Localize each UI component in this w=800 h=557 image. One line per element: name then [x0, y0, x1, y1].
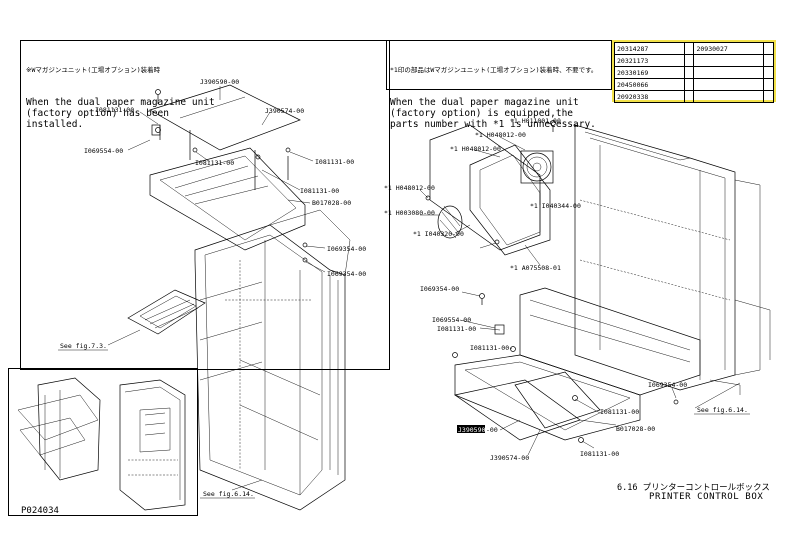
- label-i040344: *1 I040344-00: [530, 202, 581, 210]
- highlight-j390590-bottom: [457, 425, 485, 433]
- label-j390590-bottom-suffix: -00: [486, 426, 498, 434]
- label-h011001: *1 H011001-00: [510, 117, 561, 125]
- label-h003080: *1 H003080-00: [384, 209, 435, 217]
- right-printer-assembly: [419, 120, 771, 456]
- label-b017028-b: B017028-00: [616, 425, 655, 433]
- label-h048012-a: *1 H048012-00: [475, 131, 526, 139]
- right-note-jp: *1印の部品はWマガジンユニット(工場オプション)装着時、不要です。: [390, 66, 598, 74]
- label-i081131-f: I081131-00: [470, 344, 509, 352]
- label-i069554-b: I069554-00: [432, 316, 471, 324]
- left-note-en: When the dual paper magazine unit (facto…: [26, 97, 215, 130]
- ref-see-fig-7-3: See fig.7.3.: [60, 342, 107, 350]
- ref-see-fig-6-14-b: See fig.6.14.: [697, 406, 748, 414]
- label-j390590-top: J390590-00: [200, 78, 239, 86]
- parts-table-row: 20920338: [614, 90, 774, 103]
- label-i081131-h: I081131-00: [580, 450, 619, 458]
- ref-see-fig-6-14-a: See fig.6.14.: [203, 490, 254, 498]
- left-note-jp: ※Wマガジンユニット(工場オプション)装着時: [26, 66, 161, 74]
- label-i069354-c: I069354-00: [420, 285, 459, 293]
- label-i081131-e: I081131-00: [437, 325, 476, 333]
- section-title-jp: 6.16 プリンターコントロールボックス: [617, 483, 770, 493]
- label-i081131-b: I081131-00: [195, 159, 234, 167]
- left-frame-assembly: [107, 84, 351, 511]
- label-h048012-c: *1 H048012-00: [384, 184, 435, 192]
- label-h048012-b: *1 H048012-00: [450, 145, 501, 153]
- right-note-frame: [386, 40, 612, 90]
- label-a075508: *1 A075508-01: [510, 264, 561, 272]
- parts-table-row: 20450066: [614, 78, 774, 91]
- inset-sketches: [17, 377, 186, 511]
- label-i069354-b: I069354-00: [327, 270, 366, 278]
- label-i069354-a: I069354-00: [327, 245, 366, 253]
- label-j390590-bottom: J390590: [458, 426, 485, 434]
- part-labels: J390590-00 J390574-00 I081131-00 I069554…: [58, 78, 750, 499]
- left-note-frame: [20, 40, 390, 370]
- parts-table-cell: [763, 90, 774, 103]
- label-b017028-a: B017028-00: [312, 199, 351, 207]
- parts-table-cell: 20920338: [614, 90, 685, 103]
- left-note: ※Wマガジンユニット(工場オプション)装着時 When the dual pap…: [26, 44, 215, 152]
- label-i069354-d: I069354-00: [648, 381, 687, 389]
- label-i081131-c: I081131-00: [315, 158, 354, 166]
- label-j390574-bottom: J390574-00: [490, 454, 529, 462]
- section-title-en: PRINTER CONTROL BOX: [649, 492, 764, 502]
- inset-frame: [8, 368, 198, 516]
- label-i040320: *1 I040320-00: [413, 230, 464, 238]
- parts-table-row: 20330169: [614, 66, 774, 79]
- parts-table-cell: [693, 90, 765, 103]
- right-note: *1印の部品はWマガジンユニット(工場オプション)装着時、不要です。 When …: [390, 44, 597, 152]
- label-i081131-g: I081131-00: [600, 408, 639, 416]
- label-j390574-top: J390574-00: [265, 107, 304, 115]
- document-id: P024034: [21, 506, 59, 516]
- right-note-en: When the dual paper magazine unit (facto…: [390, 97, 596, 130]
- label-i081131-d: I081131-00: [300, 187, 339, 195]
- label-i069554-a: I069554-00: [84, 147, 123, 155]
- label-i081131-a: I081131-00: [95, 106, 134, 114]
